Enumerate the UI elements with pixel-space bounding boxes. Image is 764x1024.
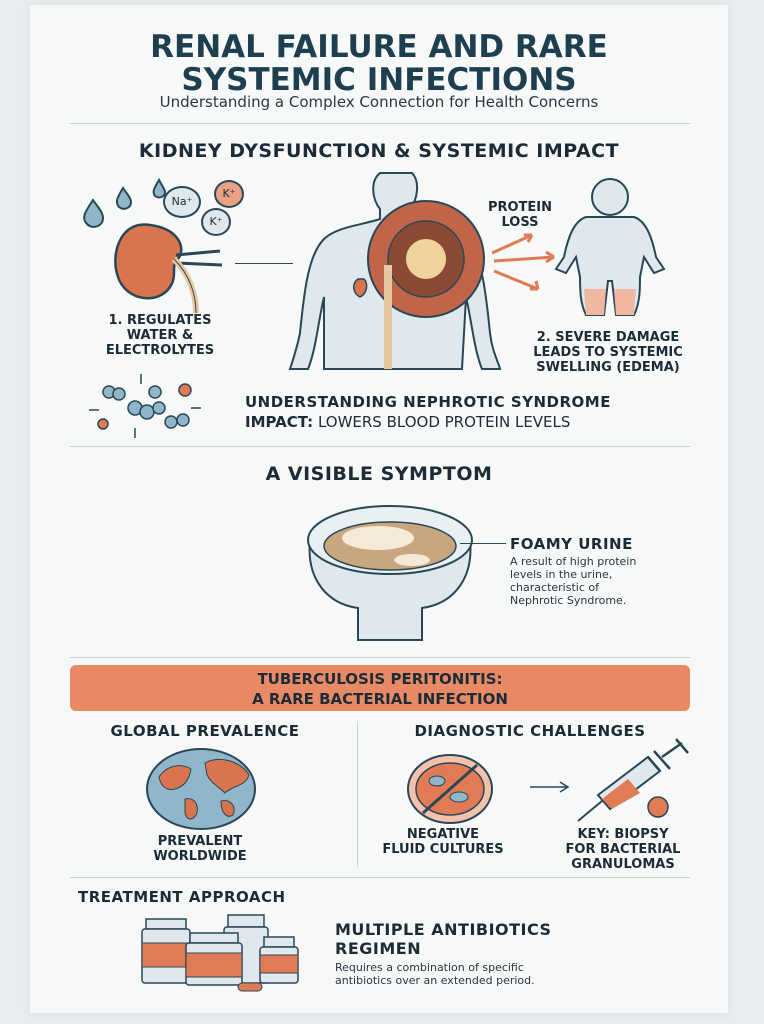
impact-line: IMPACT: LOWERS BLOOD PROTEIN LEVELS — [245, 413, 570, 431]
water-drops-icon — [83, 177, 167, 228]
caption-line: SWELLING (EDEMA) — [536, 360, 680, 375]
protein-loss-label: PROTEIN LOSS — [480, 200, 560, 230]
desc-line: characteristic of — [510, 581, 599, 594]
connector-line — [235, 263, 293, 264]
caption-line: PREVALENT — [157, 834, 243, 849]
caption-edema: 2. SEVERE DAMAGE LEADS TO SYSTEMIC SWELL… — [518, 330, 698, 375]
caption-line: FOR BACTERIAL — [565, 842, 681, 857]
impact-label: IMPACT: — [245, 413, 314, 431]
tb-peritonitis-banner: TUBERCULOSIS PERITONITIS: A RARE BACTERI… — [70, 665, 690, 711]
banner-line-2: A RARE BACTERIAL INFECTION — [252, 690, 508, 708]
toilet-foamy-urine-illustration — [307, 505, 473, 641]
global-prevalence-heading: GLOBAL PREVALENCE — [110, 722, 300, 740]
banner-line-1: TUBERCULOSIS PERITONITIS: — [257, 670, 503, 688]
page-title: RENAL FAILURE AND RARE SYSTEMIC INFECTIO… — [30, 31, 728, 97]
potassium-ion-icon: K⁺ — [214, 180, 244, 208]
caption-line: NEGATIVE — [406, 827, 480, 842]
biopsy-caption: KEY: BIOPSY FOR BACTERIAL GRANULOMAS — [548, 827, 698, 872]
regimen-title: MULTIPLE ANTIBIOTICS REGIMEN — [335, 920, 552, 958]
connector-line — [460, 543, 506, 544]
title-line: REGIMEN — [335, 939, 422, 958]
desc-line: Nephrotic Syndrome. — [510, 594, 627, 607]
caption-line: 2. SEVERE DAMAGE — [536, 330, 680, 345]
edema-body-illustration — [554, 178, 666, 316]
diagnostic-challenges-heading: DIAGNOSTIC CHALLENGES — [414, 722, 646, 740]
negative-culture-icon — [407, 754, 493, 824]
globe-icon — [146, 748, 256, 830]
divider — [70, 657, 690, 658]
kidney-icon — [114, 223, 223, 314]
divider — [70, 877, 690, 878]
impact-text: LOWERS BLOOD PROTEIN LEVELS — [317, 413, 571, 431]
caption-line: GRANULOMAS — [571, 857, 675, 872]
sodium-ion-icon: Na⁺ — [163, 186, 201, 218]
label-line: LOSS — [501, 215, 539, 230]
treatment-approach-heading: TREATMENT APPROACH — [78, 888, 286, 906]
desc-line: A result of high protein — [510, 555, 637, 568]
desc-line: levels in the urine, — [510, 568, 613, 581]
caption-line: LEADS TO SYSTEMIC — [533, 345, 683, 360]
nephrotic-title: UNDERSTANDING NEPHROTIC SYNDROME — [245, 393, 611, 411]
antibiotic-bottles-icon — [141, 914, 299, 992]
divider — [70, 446, 690, 447]
caption-regulates: 1. REGULATES WATER & ELECTROLYTES — [90, 313, 230, 358]
divider — [70, 123, 690, 124]
potassium-ion-icon: K⁺ — [201, 208, 231, 236]
caption-line: FLUID CULTURES — [382, 842, 504, 857]
section-heading-kidney: KIDNEY DYSFUNCTION & SYSTEMIC IMPACT — [138, 140, 620, 162]
title-line-1: RENAL FAILURE AND RARE — [150, 29, 608, 65]
foamy-urine-title: FOAMY URINE — [510, 535, 633, 553]
negative-cultures-caption: NEGATIVE FLUID CULTURES — [368, 827, 518, 857]
desc-line: antibiotics over an extended period. — [335, 974, 535, 987]
desc-line: Requires a combination of specific — [335, 961, 524, 974]
arrow-right-icon — [530, 781, 570, 793]
section-heading-symptom: A VISIBLE SYMPTOM — [265, 463, 493, 485]
protein-loss-arrows-icon — [491, 233, 555, 291]
page-subtitle: Understanding a Complex Connection for H… — [159, 93, 599, 111]
title-line-2: SYSTEMIC INFECTIONS — [181, 62, 577, 98]
human-torso-illustration — [288, 172, 502, 370]
caption-line: KEY: BIOPSY — [577, 827, 669, 842]
infographic-card: RENAL FAILURE AND RARE SYSTEMIC INFECTIO… — [30, 5, 728, 1013]
protein-molecules-icon — [89, 374, 201, 438]
caption-line: 1. REGULATES — [108, 313, 212, 328]
label-line: PROTEIN — [487, 200, 553, 215]
caption-line: ELECTROLYTES — [105, 343, 215, 358]
regimen-description: Requires a combination of specific antib… — [335, 961, 655, 987]
prevalent-worldwide-caption: PREVALENT WORLDWIDE — [130, 834, 270, 864]
vertical-divider — [357, 721, 358, 867]
foamy-urine-description: A result of high protein levels in the u… — [510, 555, 690, 607]
biopsy-syringe-icon — [577, 738, 689, 822]
caption-line: WORLDWIDE — [153, 849, 247, 864]
title-line: MULTIPLE ANTIBIOTICS — [335, 920, 552, 939]
caption-line: WATER & — [126, 328, 194, 343]
